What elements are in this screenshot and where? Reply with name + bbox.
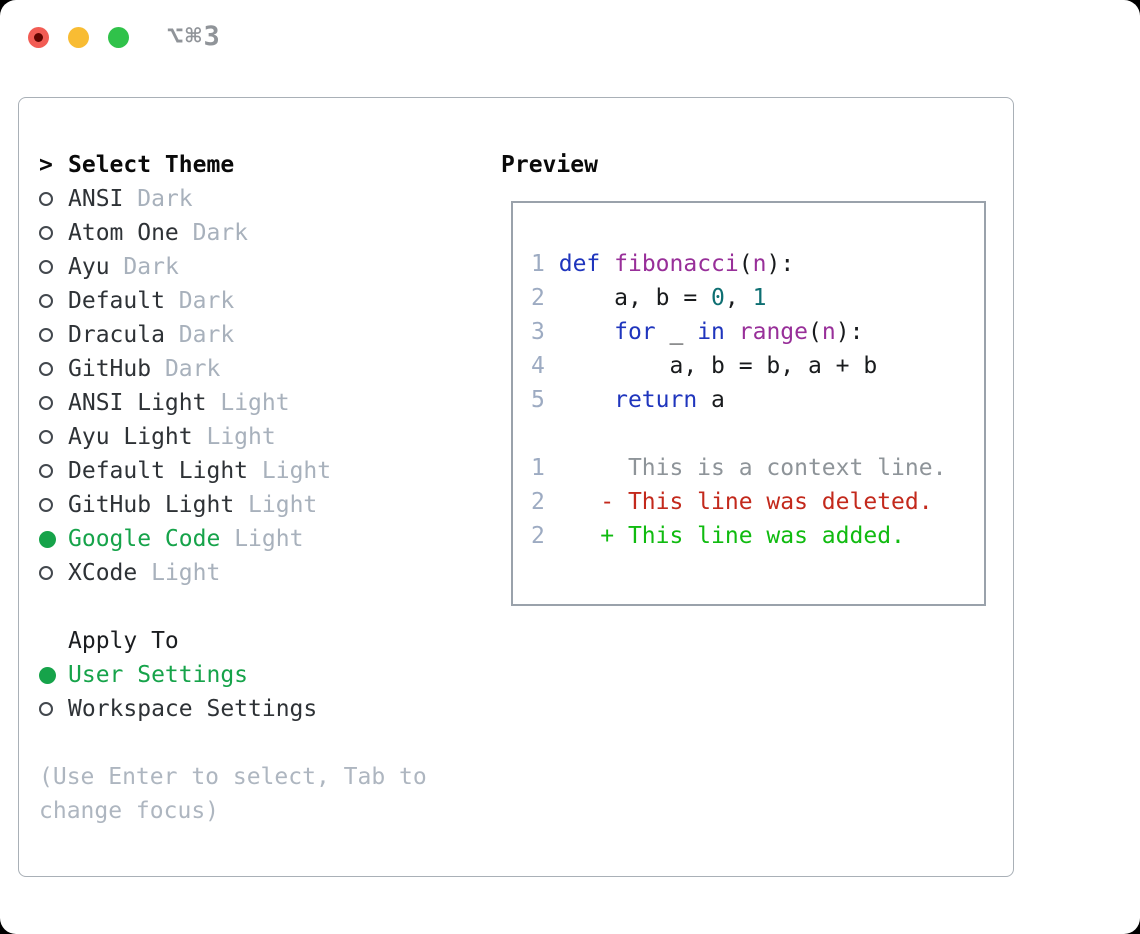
radio-on-icon xyxy=(39,530,56,548)
theme-option-ayu[interactable]: Ayu Dark xyxy=(39,250,427,284)
radio-off-icon xyxy=(39,328,53,342)
theme-variant-tag: Light xyxy=(220,390,290,416)
select-theme-header: Select Theme xyxy=(68,152,235,178)
theme-variant-tag: Light xyxy=(206,424,276,450)
theme-option-google-code[interactable]: Google Code Light xyxy=(39,522,427,556)
theme-label: XCode xyxy=(68,560,138,586)
line-number: 2 xyxy=(531,489,545,515)
theme-label: GitHub Light xyxy=(68,492,235,518)
traffic-lights xyxy=(28,27,129,48)
apply-to-header: Apply To xyxy=(68,628,179,654)
preview-code-line: 1 def fibonacci(n): xyxy=(531,251,795,277)
theme-label: Default xyxy=(68,288,165,314)
preview-code-line: 2 - This line was deleted. xyxy=(531,489,933,515)
radio-off-icon xyxy=(39,396,53,410)
theme-variant-tag: Dark xyxy=(164,356,221,382)
line-number: 3 xyxy=(531,319,545,345)
window-title-shortcut: ⌥⌘3 xyxy=(167,21,222,52)
preview-code-line: 4 a, b = b, a + b xyxy=(531,353,878,379)
theme-option-xcode[interactable]: XCode Light xyxy=(39,556,427,590)
select-theme-header-row: > Select Theme xyxy=(39,148,427,182)
radio-off-icon xyxy=(39,566,53,580)
preview-code-line: 2 + This line was added. xyxy=(531,523,905,549)
apply-target-option-workspace-settings[interactable]: Workspace Settings xyxy=(39,692,427,726)
spacer xyxy=(39,590,427,624)
theme-label: Default Light xyxy=(68,458,249,484)
preview-code-line: 3 for _ in range(n): xyxy=(531,319,864,345)
theme-option-ayu-light[interactable]: Ayu Light Light xyxy=(39,420,427,454)
theme-variant-tag: Dark xyxy=(137,186,193,212)
theme-option-dracula[interactable]: Dracula Dark xyxy=(39,318,427,352)
radio-off-icon xyxy=(39,702,53,716)
theme-variant-tag: Light xyxy=(248,492,318,518)
title-bar: ⌥⌘3 xyxy=(0,0,1140,74)
line-number: 2 xyxy=(531,523,545,549)
zoom-button[interactable] xyxy=(108,27,129,48)
theme-option-ansi-light[interactable]: ANSI Light Light xyxy=(39,386,427,420)
radio-off-icon xyxy=(39,192,53,206)
line-number: 5 xyxy=(531,387,545,413)
preview-code-line: 1 This is a context line. xyxy=(531,455,947,481)
theme-variant-tag: Light xyxy=(261,458,332,484)
theme-label: GitHub xyxy=(68,356,152,382)
preview-code-line: 2 a, b = 0, 1 xyxy=(531,285,767,311)
theme-variant-tag: Light xyxy=(234,526,304,552)
theme-label: Atom One xyxy=(68,220,179,246)
theme-option-github[interactable]: GitHub Dark xyxy=(39,352,427,386)
preview-code-line: 5 return a xyxy=(531,387,725,413)
theme-label: Ayu Light xyxy=(68,424,193,450)
theme-variant-tag: Dark xyxy=(178,322,235,348)
line-number: 1 xyxy=(531,455,545,481)
apply-target-label: User Settings xyxy=(68,662,249,688)
theme-variant-tag: Dark xyxy=(123,254,179,280)
apply-target-label: Workspace Settings xyxy=(68,696,318,722)
theme-label: Google Code xyxy=(68,526,221,552)
preview-pane: 1 def fibonacci(n): 2 a, b = 0, 1 3 for _ … xyxy=(511,201,986,606)
line-number: 2 xyxy=(531,285,545,311)
spacer xyxy=(39,726,427,760)
theme-variant-tag: Light xyxy=(151,560,221,586)
radio-off-icon xyxy=(39,260,53,274)
theme-option-default-light[interactable]: Default Light Light xyxy=(39,454,427,488)
close-button[interactable] xyxy=(28,27,49,48)
line-number: 1 xyxy=(531,251,545,277)
theme-label: ANSI xyxy=(68,186,124,212)
apply-to-header-row: Apply To xyxy=(39,624,427,658)
theme-option-github-light[interactable]: GitHub Light Light xyxy=(39,488,427,522)
focus-caret-icon: > xyxy=(39,152,53,178)
radio-off-icon xyxy=(39,430,53,444)
theme-label: Dracula xyxy=(68,322,165,348)
apply-target-option-user-settings[interactable]: User Settings xyxy=(39,658,427,692)
theme-label: Ayu xyxy=(68,254,110,280)
theme-variant-tag: Dark xyxy=(192,220,249,246)
preview-blank-line xyxy=(531,417,984,451)
theme-option-atom-one[interactable]: Atom One Dark xyxy=(39,216,427,250)
theme-label: ANSI Light xyxy=(68,390,207,416)
radio-off-icon xyxy=(39,498,53,512)
help-text-line-1: (Use Enter to select, Tab to xyxy=(39,764,427,790)
radio-off-icon xyxy=(39,362,53,376)
radio-off-icon xyxy=(39,464,53,478)
line-number: 4 xyxy=(531,353,545,379)
theme-option-ansi[interactable]: ANSI Dark xyxy=(39,182,427,216)
minimize-button[interactable] xyxy=(68,27,89,48)
theme-option-default[interactable]: Default Dark xyxy=(39,284,427,318)
theme-variant-tag: Dark xyxy=(178,288,235,314)
preview-header: Preview xyxy=(501,152,598,178)
radio-on-icon xyxy=(39,666,56,684)
help-text-line-2: change focus) xyxy=(39,798,220,824)
radio-off-icon xyxy=(39,226,53,240)
radio-off-icon xyxy=(39,294,53,308)
